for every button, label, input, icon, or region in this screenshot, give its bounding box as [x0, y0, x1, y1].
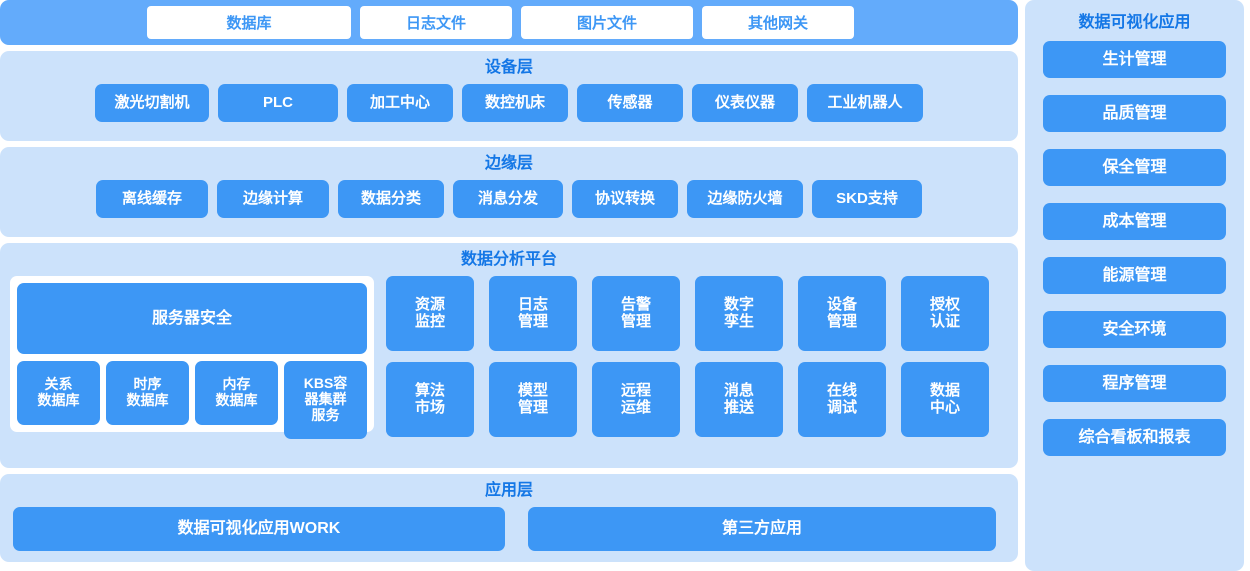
- module-line-2: 认证: [929, 312, 960, 330]
- source-box-image-file[interactable]: 图片文件: [521, 6, 693, 39]
- module-line-2: 管理: [517, 398, 548, 416]
- module-line-1: 模型: [517, 381, 548, 399]
- module-line-2: 中心: [929, 398, 960, 416]
- sidebar-item-quality-management[interactable]: 品质管理: [1043, 95, 1226, 132]
- source-box-log-file[interactable]: 日志文件: [360, 6, 512, 39]
- platform-module-model-management[interactable]: 模型 管理: [489, 362, 577, 437]
- platform-module-alarm-management[interactable]: 告警 管理: [592, 276, 680, 351]
- database-item-relational-line-2: 数据库: [37, 392, 80, 408]
- platform-module-message-push[interactable]: 消息 推送: [695, 362, 783, 437]
- sidebar-item-safety-environment[interactable]: 安全环境: [1043, 311, 1226, 348]
- sidebar-title: 数据可视化应用: [1078, 14, 1191, 31]
- module-line-2: 市场: [414, 398, 445, 416]
- database-item-relational-line-1: 关系: [44, 376, 73, 393]
- sidebar-item-program-management[interactable]: 程序管理: [1043, 365, 1226, 402]
- edge-item-skd-support[interactable]: SKD支持: [812, 180, 922, 218]
- sidebar-item-energy-management[interactable]: 能源管理: [1043, 257, 1226, 294]
- application-layer-panel: 应用层 数据可视化应用WORK 第三方应用: [0, 474, 1018, 562]
- module-line-2: 孪生: [723, 312, 754, 330]
- platform-body: 服务器安全 关系 数据库 时序 数据库 内存 数据库: [10, 276, 1008, 439]
- database-item-timeseries-line-1: 时序: [133, 376, 162, 393]
- device-item-cnc-machine[interactable]: 数控机床: [462, 84, 568, 122]
- source-box-other-gateway[interactable]: 其他网关: [702, 6, 854, 39]
- platform-module-log-management[interactable]: 日志 管理: [489, 276, 577, 351]
- database-row: 关系 数据库 时序 数据库 内存 数据库 KBS容: [17, 361, 367, 439]
- device-item-sensor[interactable]: 传感器: [577, 84, 683, 122]
- platform-module-digital-twin[interactable]: 数字 孪生: [695, 276, 783, 351]
- edge-layer-title: 边缘层: [484, 155, 533, 172]
- edge-item-edge-firewall[interactable]: 边缘防火墙: [687, 180, 803, 218]
- edge-item-protocol-conversion[interactable]: 协议转换: [572, 180, 678, 218]
- platform-module-remote-ops[interactable]: 远程 运维: [592, 362, 680, 437]
- device-item-plc[interactable]: PLC: [218, 84, 338, 122]
- device-layer-title: 设备层: [484, 59, 533, 76]
- platform-infrastructure-card: 服务器安全 关系 数据库 时序 数据库 内存 数据库: [10, 276, 374, 439]
- edge-item-offline-cache[interactable]: 离线缓存: [96, 180, 208, 218]
- application-layer-row: 数据可视化应用WORK 第三方应用: [10, 507, 1008, 551]
- module-line-1: 资源: [414, 295, 445, 313]
- database-item-inmemory-line-1: 内存: [222, 376, 251, 393]
- app-item-data-visualization-work[interactable]: 数据可视化应用WORK: [13, 507, 505, 551]
- edge-item-message-distribution[interactable]: 消息分发: [453, 180, 563, 218]
- visualization-app-sidebar: 数据可视化应用 生计管理 品质管理 保全管理 成本管理 能源管理 安全环境 程序…: [1025, 0, 1244, 571]
- main-column: 数据库 日志文件 图片文件 其他网关 设备层 激光切割机 PLC 加工中心 数控…: [0, 0, 1018, 562]
- database-item-kbs-line-2: 器集群: [304, 391, 347, 408]
- sidebar-item-dashboard-reports[interactable]: 综合看板和报表: [1043, 419, 1226, 456]
- module-line-1: 数字: [723, 295, 754, 313]
- device-layer-panel: 设备层 激光切割机 PLC 加工中心 数控机床 传感器 仪表仪器 工业机器人: [0, 51, 1018, 141]
- module-line-2: 管理: [517, 312, 548, 330]
- module-line-1: 设备: [826, 295, 857, 313]
- platform-module-device-management[interactable]: 设备 管理: [798, 276, 886, 351]
- edge-layer-panel: 边缘层 离线缓存 边缘计算 数据分类 消息分发 协议转换 边缘防火墙 SKD支持: [0, 147, 1018, 237]
- module-line-1: 告警: [620, 295, 651, 313]
- platform-module-data-center[interactable]: 数据 中心: [901, 362, 989, 437]
- data-source-bar: 数据库 日志文件 图片文件 其他网关: [0, 0, 1018, 45]
- platform-layer-title: 数据分析平台: [460, 251, 557, 268]
- sidebar-item-livelihood-management[interactable]: 生计管理: [1043, 41, 1226, 78]
- database-item-inmemory[interactable]: 内存 数据库: [195, 361, 278, 425]
- source-box-database[interactable]: 数据库: [147, 6, 351, 39]
- platform-module-online-debug[interactable]: 在线 调试: [798, 362, 886, 437]
- sidebar-list: 生计管理 品质管理 保全管理 成本管理 能源管理 安全环境 程序管理 综合看板和…: [1043, 41, 1226, 456]
- module-line-1: 在线: [826, 381, 857, 399]
- sidebar-item-cost-management[interactable]: 成本管理: [1043, 203, 1226, 240]
- module-line-2: 管理: [826, 312, 857, 330]
- database-item-timeseries-line-2: 数据库: [126, 392, 169, 408]
- device-item-machining-center[interactable]: 加工中心: [347, 84, 453, 122]
- module-line-1: 消息: [723, 381, 754, 399]
- database-item-kbs-line-1: KBS容: [303, 375, 348, 392]
- platform-item-server-security[interactable]: 服务器安全: [17, 283, 367, 354]
- module-line-2: 运维: [620, 398, 651, 416]
- application-layer-title: 应用层: [484, 482, 533, 499]
- module-line-2: 调试: [826, 398, 857, 416]
- platform-module-resource-monitoring[interactable]: 资源 监控: [386, 276, 474, 351]
- module-line-1: 数据: [929, 381, 960, 399]
- module-line-1: 授权: [929, 295, 960, 313]
- module-line-2: 监控: [414, 312, 445, 330]
- database-item-kbs-container-cluster[interactable]: KBS容 器集群 服务: [284, 361, 367, 439]
- device-item-laser-cutter[interactable]: 激光切割机: [95, 84, 209, 122]
- module-line-2: 推送: [723, 398, 754, 416]
- platform-layer-panel: 数据分析平台 服务器安全 关系 数据库 时序 数据库: [0, 243, 1018, 468]
- database-item-inmemory-line-2: 数据库: [215, 392, 258, 408]
- module-line-2: 管理: [620, 312, 651, 330]
- edge-item-data-classification[interactable]: 数据分类: [338, 180, 444, 218]
- module-line-1: 算法: [414, 381, 445, 399]
- app-item-third-party[interactable]: 第三方应用: [528, 507, 996, 551]
- platform-module-algorithm-market[interactable]: 算法 市场: [386, 362, 474, 437]
- edge-item-edge-computing[interactable]: 边缘计算: [217, 180, 329, 218]
- device-layer-row: 激光切割机 PLC 加工中心 数控机床 传感器 仪表仪器 工业机器人: [10, 84, 1008, 122]
- platform-module-authorization[interactable]: 授权 认证: [901, 276, 989, 351]
- sidebar-item-maintenance-management[interactable]: 保全管理: [1043, 149, 1226, 186]
- edge-layer-row: 离线缓存 边缘计算 数据分类 消息分发 协议转换 边缘防火墙 SKD支持: [10, 180, 1008, 218]
- database-item-timeseries[interactable]: 时序 数据库: [106, 361, 189, 425]
- module-line-1: 日志: [517, 295, 548, 313]
- database-item-kbs-line-3: 服务: [311, 406, 340, 423]
- database-item-relational[interactable]: 关系 数据库: [17, 361, 100, 425]
- device-item-industrial-robot[interactable]: 工业机器人: [807, 84, 923, 122]
- module-line-1: 远程: [620, 381, 651, 399]
- platform-module-grid: 资源 监控 日志 管理 告警 管理 数字 孪生: [386, 276, 989, 437]
- device-item-instrument[interactable]: 仪表仪器: [692, 84, 798, 122]
